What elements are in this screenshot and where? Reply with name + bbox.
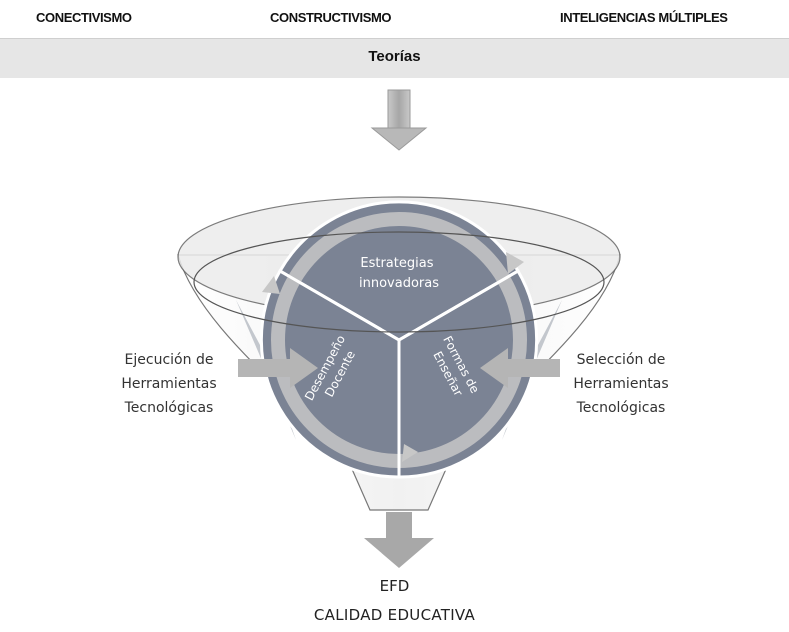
segment-right: [397, 268, 539, 479]
output-efd: EFD: [379, 577, 410, 595]
output-quality: CALIDAD EDUCATIVA: [313, 606, 476, 624]
segment-top-label: Estrategias innovadoras: [359, 256, 439, 291]
cycle-arrow-top-icon: [506, 252, 524, 274]
down-arrow-top: [370, 89, 428, 151]
theory-constructivism: CONSTRUCTIVISMO: [270, 10, 392, 25]
theory-multiple-intelligences: INTELIGENCIAS MÚLTIPLES: [560, 10, 728, 25]
cycle-arrow-left-icon: [262, 276, 280, 294]
cycle-disc: [259, 200, 539, 479]
down-arrow-bottom: [364, 512, 434, 568]
right-input-arrow: [480, 348, 560, 388]
segment-left: [259, 268, 401, 479]
left-input-arrow: [238, 348, 318, 388]
theories-bar-label: Teorías: [368, 48, 421, 65]
cycle-arrow-right-icon: [402, 444, 418, 462]
theories-row: CONECTIVISMO CONSTRUCTIVISMO INTELIGENCI…: [0, 0, 789, 38]
theories-bar: [0, 38, 789, 78]
right-input-label: Selección de Herramientas Tecnológicas: [573, 352, 669, 416]
theory-connectivism: CONECTIVISMO: [36, 10, 132, 25]
left-input-label: Ejecución de Herramientas Tecnológicas: [121, 352, 217, 416]
funnel-rim-inner: [193, 231, 605, 333]
